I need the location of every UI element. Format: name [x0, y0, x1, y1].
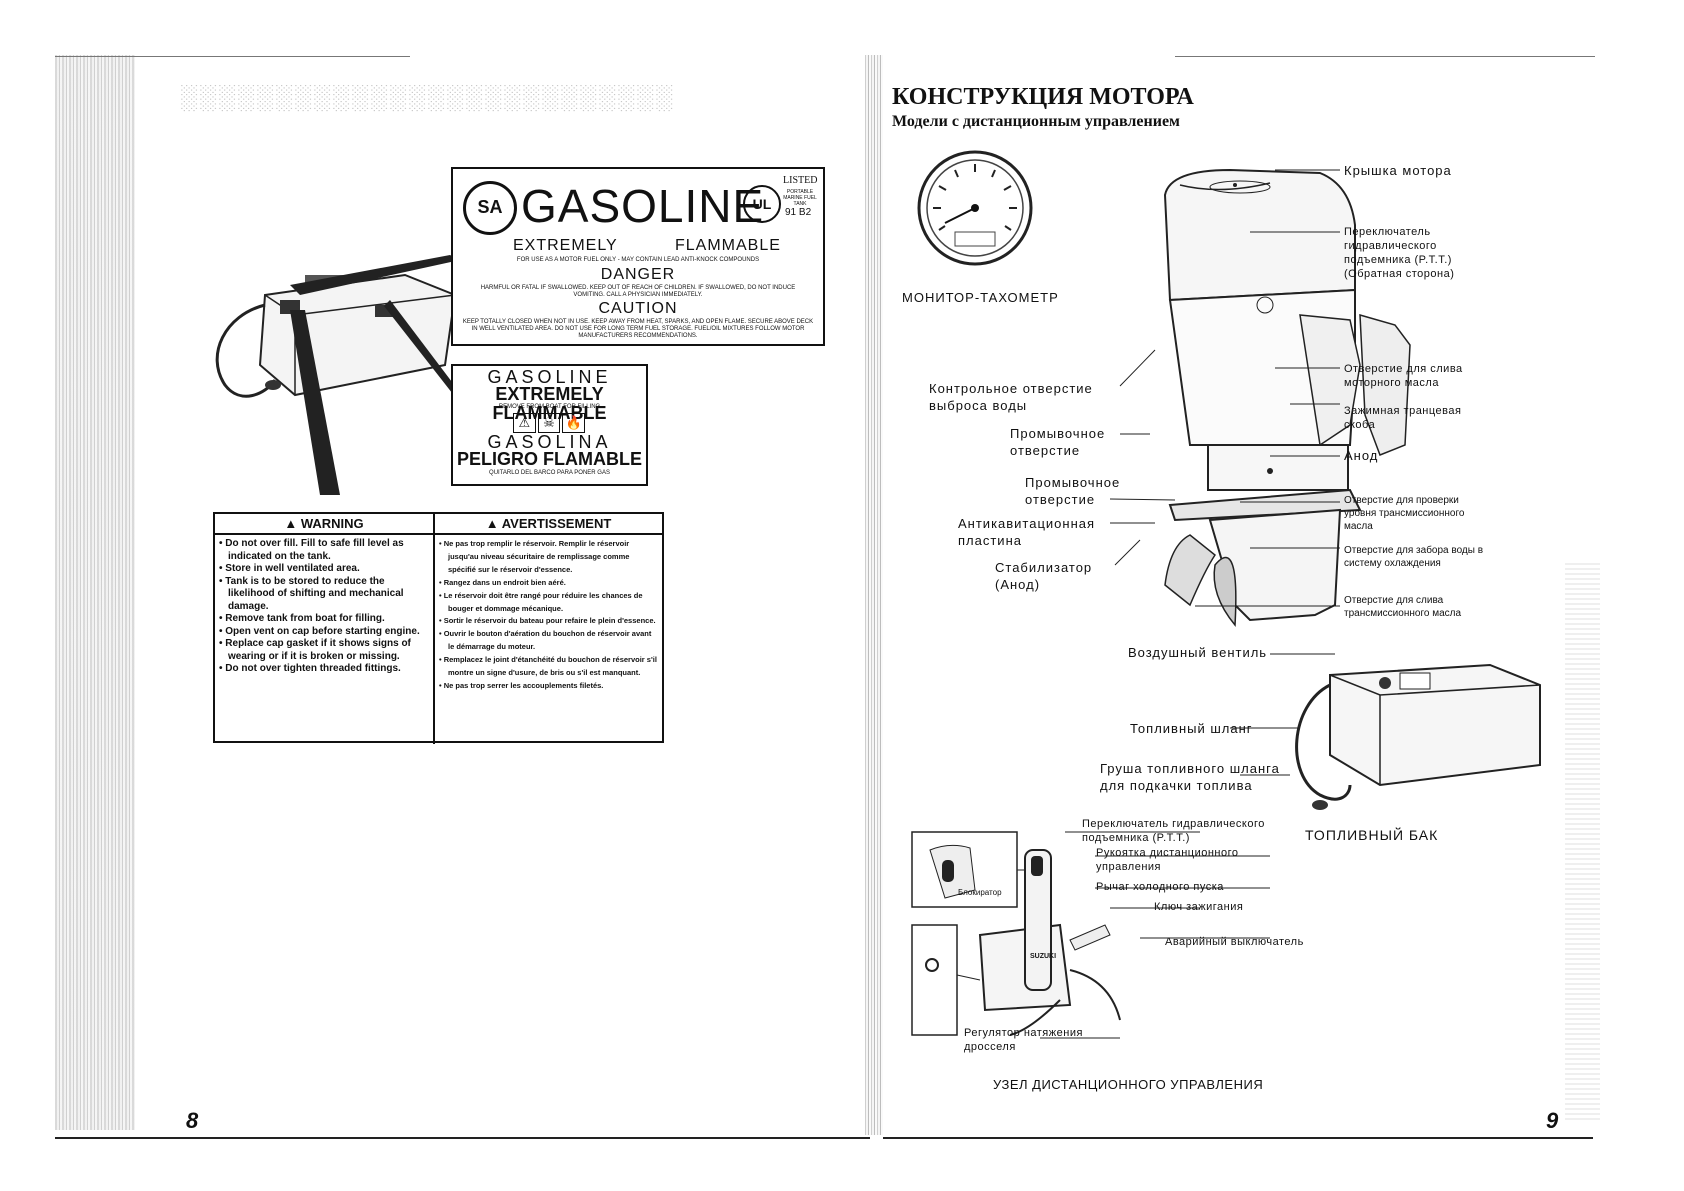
avertissement-heading: ▲ AVERTISSEMENT: [433, 514, 662, 535]
warning-title: WARNING: [300, 516, 364, 531]
warning-item: Do not over fill. Fill to safe fill leve…: [219, 538, 429, 563]
page-number-left: 8: [186, 1108, 199, 1133]
callout-ignition-key: Ключ зажигания: [1154, 901, 1244, 913]
callout-flush-2: Промывочное отверстие: [1025, 475, 1121, 507]
skull-icon: ☠: [537, 413, 561, 433]
tachometer-caption: МОНИТОР-ТАХОМЕТР: [902, 290, 1059, 305]
gasoline-label-large: SA GASOLINE UL LISTED PORTABLE MARINE FU…: [451, 167, 825, 346]
fuel-tank-caption: ТОПЛИВНЫЙ БАК: [1305, 827, 1439, 843]
lock-label: Блокиратор: [958, 888, 1002, 897]
listed-small: PORTABLE MARINE FUEL TANK: [783, 189, 817, 207]
warning-item: Remove tank from boat for filling.: [219, 613, 429, 626]
callout-anticavitation: Антикавитационная пластина: [958, 516, 1096, 548]
warning-list-fr: Ne pas trop remplir le réservoir. Rempli…: [433, 535, 662, 744]
small-label-line3: REMOVE FROM BOAT FOR FILLING: [498, 404, 601, 410]
remote-caption: УЗЕЛ ДИСТАНЦИОННОГО УПРАВЛЕНИЯ: [993, 1077, 1264, 1092]
tachometer-drawing: [917, 150, 1033, 266]
leader-lines-remote: [1040, 831, 1270, 1039]
callout-choke: Рычаг холодного пуска: [1096, 881, 1224, 893]
callout-gear-drain: Отверстие для слива трансмиссионного мас…: [1344, 595, 1462, 619]
callout-water-intake: Отверстие для забора воды в систему охла…: [1344, 545, 1484, 569]
warning-item: Le réservoir doit être rangé pour réduir…: [439, 590, 658, 616]
csa-logo: SA: [463, 181, 517, 235]
page-subtitle: Модели с дистанционным управлением: [892, 113, 1180, 130]
pointer-wedges: [290, 255, 460, 495]
motor-fuel-text: FOR USE AS A MOTOR FUEL ONLY - MAY CONTA…: [516, 257, 760, 263]
remote-control-drawing: [911, 831, 1121, 1036]
listed-code: 91 B2: [785, 207, 812, 218]
brand-label: SUZUKI: [1030, 953, 1057, 960]
warning-column-en: ▲ WARNING Do not over fill. Fill to safe…: [215, 514, 433, 744]
warning-item: Ne pas trop serrer les accouplements fil…: [439, 680, 658, 693]
scan-edge-right: [1565, 560, 1600, 1120]
small-label-line5: PELIGRO FLAMABLE: [457, 449, 642, 469]
danger-heading: DANGER: [600, 266, 676, 283]
warning-heading: ▲ WARNING: [215, 514, 433, 535]
bleed-through-text: ░░░░░░░░░░░░░░░░░░░░░░░░░░: [180, 85, 675, 111]
warning-table: ▲ WARNING Do not over fill. Fill to safe…: [213, 512, 664, 744]
gasoline-label-small: GASOLINE EXTREMELY FLAMMABLE REMOVE FROM…: [451, 364, 648, 486]
bottom-rule-left: [55, 1137, 870, 1139]
hazard-icons: ⚠ ☠ 🔥: [513, 413, 586, 433]
warning-item: Sortir le réservoir du bateau pour refai…: [439, 615, 658, 628]
page-number-right: 9: [1546, 1108, 1559, 1133]
flame-icon: 🔥: [562, 413, 586, 433]
warning-item: Replace cap gasket if it shows signs of …: [219, 638, 429, 663]
callout-water-check: Контрольное отверстие выброса воды: [929, 381, 1093, 413]
warning-item: Ne pas trop remplir le réservoir. Rempli…: [439, 538, 658, 577]
callout-ptt-switch: Переключатель гидравлического подъемника…: [1082, 818, 1265, 844]
danger-text: HARMFUL OR FATAL IF SWALLOWED. KEEP OUT …: [480, 285, 796, 298]
outboard-motor-drawing: [1163, 168, 1411, 627]
page-title: КОНСТРУКЦИЯ МОТОРА: [892, 84, 1194, 110]
scan-edge-left: [55, 55, 135, 1130]
callout-gear-check: Отверстие для проверки уровня трансмисси…: [1344, 495, 1465, 532]
leader-lines-motor: [1109, 169, 1340, 607]
callout-air-vent: Воздушный вентиль: [1128, 645, 1268, 660]
listed-text: LISTED: [783, 175, 818, 186]
callout-trim-tab: Стабилизатор (Анод): [995, 560, 1093, 592]
gasoline-title: GASOLINE: [521, 180, 765, 232]
book-gutter: [865, 55, 883, 1135]
warning-triangle-icon: ▲: [485, 516, 502, 531]
warning-item: Open vent on cap before starting engine.: [219, 626, 429, 639]
extremely-text: EXTREMELY: [513, 237, 618, 254]
caution-text: KEEP TOTALLY CLOSED WHEN NOT IN USE. KEE…: [462, 319, 814, 339]
small-label-line1: GASOLINE: [487, 367, 612, 387]
caution-heading: CAUTION: [598, 300, 678, 317]
small-label-line6: QUITARLO DEL BARCO PARA PONER GAS: [489, 470, 610, 476]
warning-column-fr: ▲ AVERTISSEMENT Ne pas trop remplir le r…: [433, 514, 662, 744]
warning-item: Store in well ventilated area.: [219, 563, 429, 576]
flammable-text: FLAMMABLE: [675, 237, 781, 254]
bottom-rule-right: [883, 1137, 1593, 1139]
callout-primer-bulb: Груша топливного шланга для подкачки топ…: [1100, 761, 1280, 793]
small-label-line4: GASOLINA: [487, 432, 612, 452]
warning-item: Rangez dans un endroit bien aéré.: [439, 577, 658, 590]
callout-clamp: Зажимная транцевая скоба: [1344, 405, 1462, 431]
callout-oil-drain: Отверстие для слива моторного масла: [1344, 363, 1463, 389]
top-rule-left: [55, 56, 410, 57]
top-rule-right: [1175, 56, 1595, 57]
warning-triangle-icon: ▲: [284, 516, 301, 531]
warning-triangle-icon: ⚠: [513, 413, 536, 433]
warning-list-en: Do not over fill. Fill to safe fill leve…: [215, 535, 433, 679]
callout-throttle-tension: Регулятор натяжения дросселя: [964, 1027, 1083, 1053]
callout-ptt: Переключатель гидравлического подъемника…: [1344, 226, 1455, 280]
callout-stop-switch: Аварийный выключатель: [1165, 936, 1304, 948]
callout-flush-1: Промывочное отверстие: [1010, 426, 1106, 458]
leader-lines-tank: [1230, 653, 1335, 776]
fuel-tank-right-drawing: [1295, 663, 1541, 810]
warning-item: Ouvrir le bouton d'aération du bouchon d…: [439, 628, 658, 654]
ul-logo: UL: [743, 185, 781, 223]
warning-item: Remplacez le joint d'étanchéité du bouch…: [439, 654, 658, 680]
callout-cover: Крышка мотора: [1344, 163, 1452, 178]
warning-item: Do not over tighten threaded fittings.: [219, 663, 429, 676]
avertissement-title: AVERTISSEMENT: [501, 516, 612, 531]
callout-fuel-hose: Топливный шланг: [1130, 721, 1253, 736]
warning-item: Tank is to be stored to reduce the likel…: [219, 576, 429, 614]
callout-anode: Анод: [1344, 448, 1379, 463]
callout-remote-handle: Рукоятка дистанционного управления: [1096, 847, 1239, 873]
